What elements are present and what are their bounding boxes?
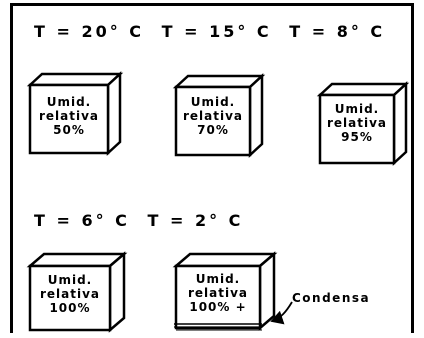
temperature-label: T = 6° C bbox=[34, 211, 130, 230]
condensation-layer bbox=[174, 323, 262, 331]
temperature-label: T = 15° C bbox=[161, 22, 272, 41]
temperature-row-2: T = 6° C T = 2° C bbox=[34, 211, 252, 230]
humidity-box-95: Umid. relativa 95% bbox=[316, 81, 410, 166]
box-label-line1: Umid. bbox=[191, 95, 236, 109]
box-value: 100% + bbox=[189, 300, 246, 314]
condensation-arrow bbox=[270, 301, 293, 325]
box-label-line2: relativa bbox=[40, 287, 100, 301]
temperature-row-1: T = 20° C T = 15° C T = 8° C bbox=[34, 22, 394, 41]
humidity-box-50: Umid. relativa 50% bbox=[26, 71, 124, 156]
condensation-label: Condensa bbox=[292, 291, 370, 305]
box-value: 100% bbox=[49, 301, 90, 315]
box-label-line1: Umid. bbox=[47, 95, 92, 109]
humidity-box-100: Umid. relativa 100% bbox=[26, 251, 128, 333]
box-value: 50% bbox=[53, 123, 85, 137]
box-value: 70% bbox=[197, 123, 229, 137]
box-label-line2: relativa bbox=[183, 109, 243, 123]
temperature-label: T = 20° C bbox=[34, 22, 145, 41]
humidity-box-70: Umid. relativa 70% bbox=[172, 73, 266, 158]
box-label-line2: relativa bbox=[188, 286, 248, 300]
box-label-line1: Umid. bbox=[196, 272, 241, 286]
diagram-frame bbox=[10, 3, 414, 333]
temperature-label: T = 8° C bbox=[289, 22, 386, 41]
box-label-line1: Umid. bbox=[48, 273, 93, 287]
box-label-line1: Umid. bbox=[335, 102, 380, 116]
box-label-line2: relativa bbox=[39, 109, 99, 123]
humidity-box-100-plus: Umid. relativa 100% + bbox=[172, 251, 278, 331]
box-value: 95% bbox=[341, 130, 373, 144]
box-label-line2: relativa bbox=[327, 116, 387, 130]
temperature-label: T = 2° C bbox=[147, 211, 244, 230]
